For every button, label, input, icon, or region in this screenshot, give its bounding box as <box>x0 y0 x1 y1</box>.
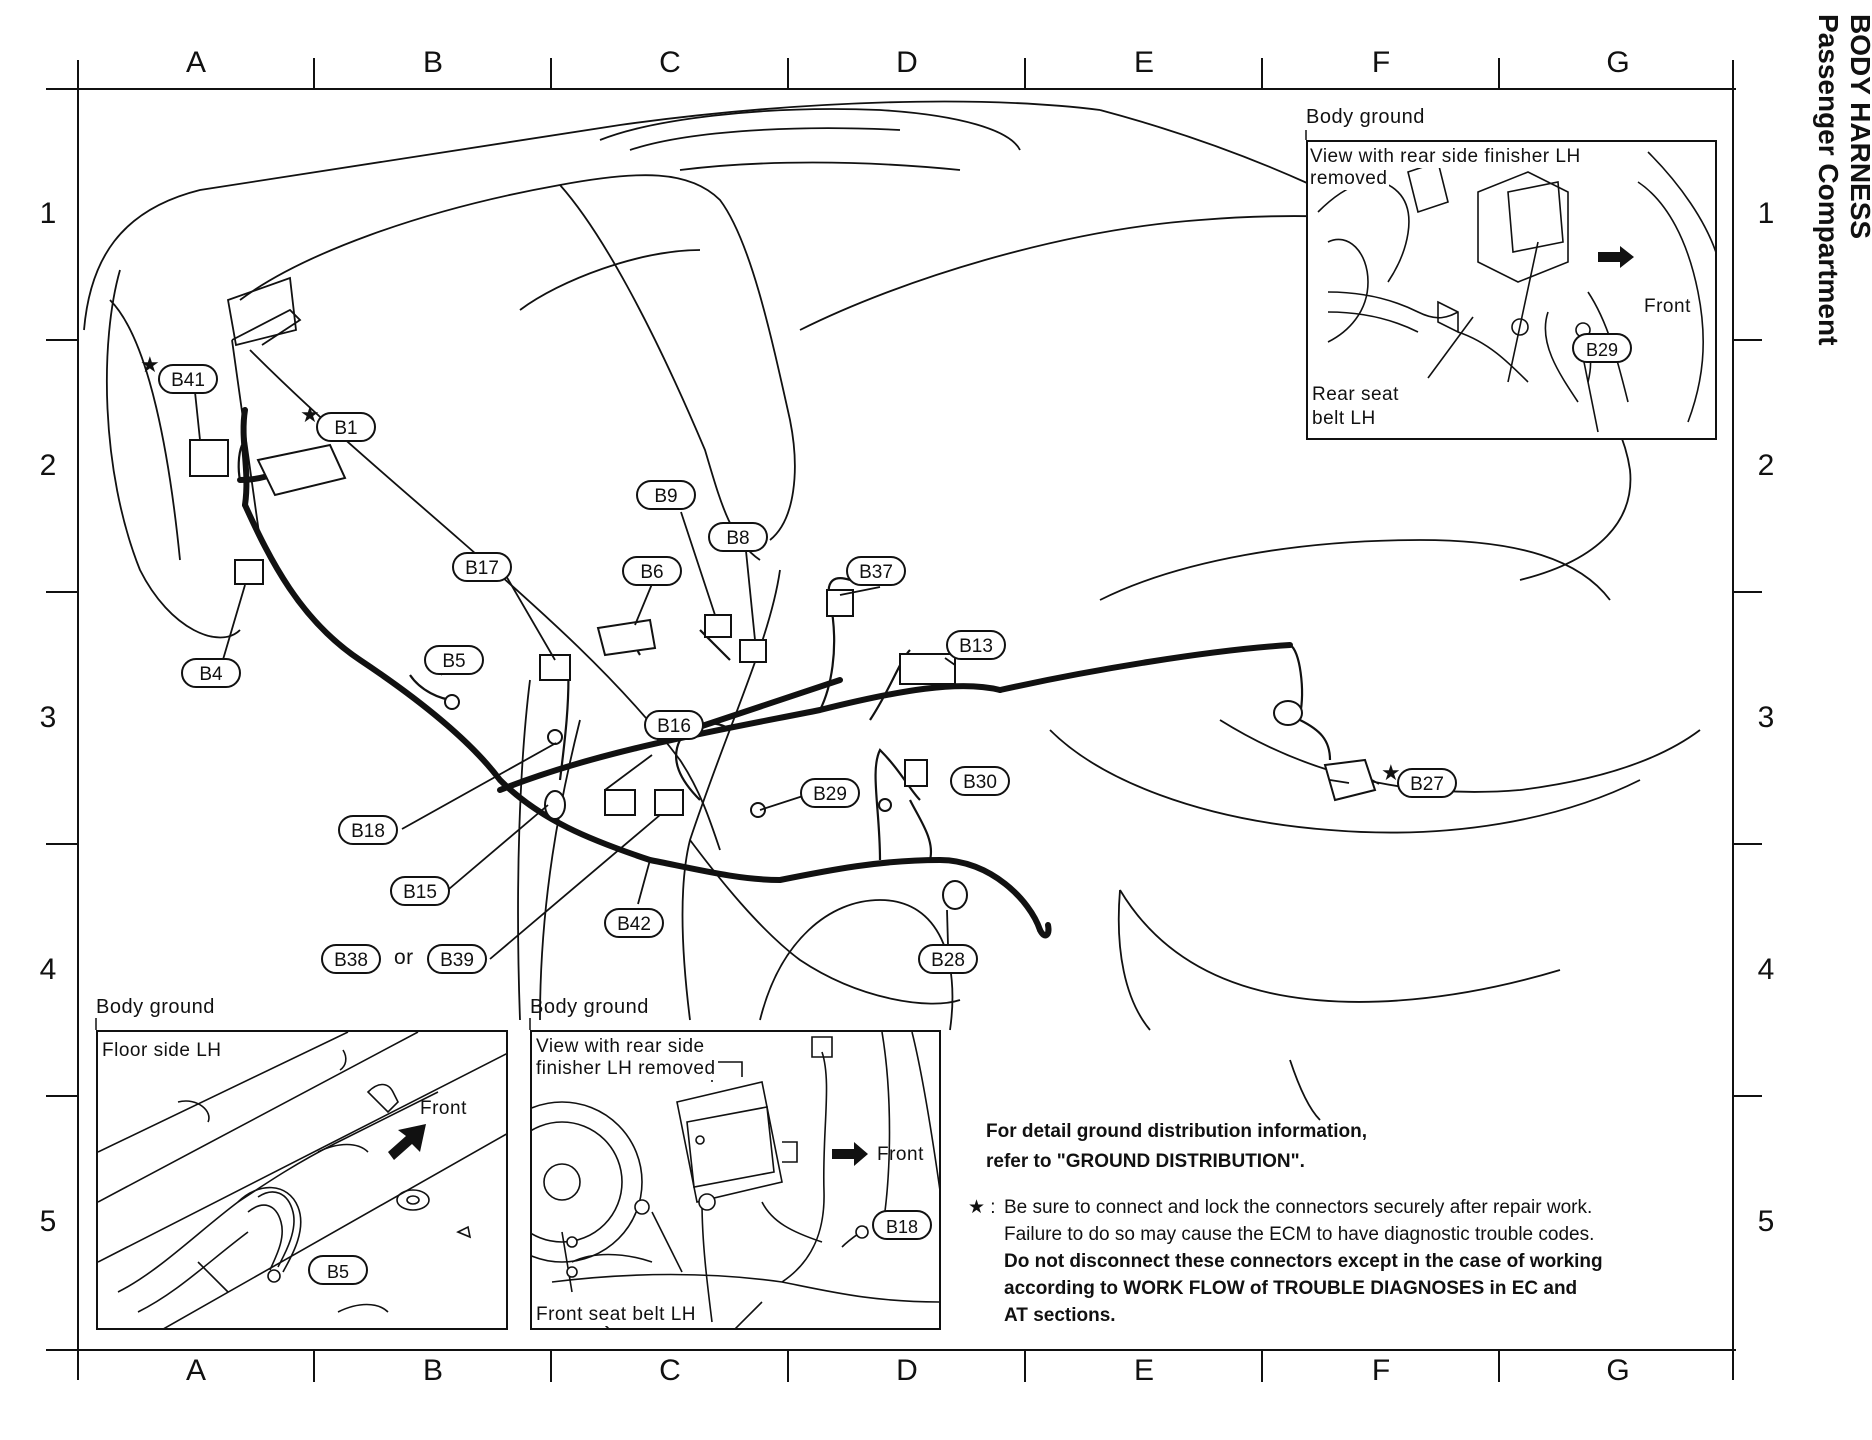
grid-col-c-bottom: C <box>659 1354 681 1387</box>
grid-row-2-right: 2 <box>1757 449 1775 482</box>
inset-bottom-center-seat-belt: Front seat belt LH <box>536 1304 699 1326</box>
grid-col-b-top: B <box>422 46 443 79</box>
connector-b13[interactable]: B13 <box>946 630 1006 660</box>
grid-col-c-top: C <box>659 46 681 79</box>
grid-row-3-left: 3 <box>39 701 57 734</box>
connector-b41[interactable]: B41 <box>158 364 218 394</box>
inset-top-right-front: Front <box>1644 296 1691 317</box>
inset-bottom-left-heading: Body ground <box>96 996 215 1018</box>
grid-col-a-top: A <box>185 46 206 79</box>
connector-b18[interactable]: B18 <box>338 815 398 845</box>
star-b27: ★ <box>1381 760 1401 785</box>
connector-b38[interactable]: B38 <box>321 944 381 974</box>
connector-b16[interactable]: B16 <box>644 710 704 740</box>
grid-row-4-right: 4 <box>1757 953 1775 986</box>
inset-bottom-center: View with rear side finisher LH removed … <box>530 1030 941 1330</box>
grid-row-4-left: 4 <box>39 953 57 986</box>
label-or: or <box>394 946 414 969</box>
inset-top-right-view-line1: View with rear side finisher LH <box>1310 146 1583 168</box>
note-caution-line2: Failure to do so may cause the ECM to ha… <box>1004 1224 1595 1245</box>
connector-b27[interactable]: B27 <box>1397 768 1457 798</box>
inset-top-right-drawing <box>1317 151 1715 433</box>
inset-top-right: View with rear side finisher LH removed … <box>1306 140 1717 440</box>
connector-b28[interactable]: B28 <box>918 944 978 974</box>
inset-bottom-center-front: Front <box>877 1144 924 1165</box>
inset-bottom-center-connector-b18[interactable]: B18 <box>872 1210 932 1240</box>
inset-bottom-left: Floor side LH Front B5 <box>96 1030 508 1330</box>
inset-top-right-rear-line1: Rear seat <box>1312 384 1399 406</box>
grid-col-d-top: D <box>896 46 918 79</box>
grid-col-g-top: G <box>1606 46 1630 79</box>
connector-b42[interactable]: B42 <box>604 908 664 938</box>
inset-top-right-connector-b29[interactable]: B29 <box>1572 333 1632 363</box>
star-b41: ★ <box>140 352 160 377</box>
note-ground-line1: For detail ground distribution informati… <box>986 1121 1368 1142</box>
connector-b29[interactable]: B29 <box>800 778 860 808</box>
grid-col-e-top: E <box>1133 46 1154 79</box>
inset-top-right-rear-line2: belt LH <box>1312 408 1376 430</box>
connector-b4[interactable]: B4 <box>181 658 241 688</box>
page-title: BODY HARNESS Passenger Compartment <box>1812 14 1872 345</box>
page-title-line2: Passenger Compartment <box>1813 14 1844 346</box>
grid-row-2-left: 2 <box>39 449 57 482</box>
grid-col-g-bottom: G <box>1606 1354 1630 1387</box>
note-star-prefix: ★ : <box>968 1197 996 1218</box>
grid-col-e-bottom: E <box>1133 1354 1154 1387</box>
inset-bottom-center-view-line2: finisher LH removed <box>536 1058 718 1080</box>
connector-b5[interactable]: B5 <box>424 645 484 675</box>
page-title-line1: BODY HARNESS <box>1845 14 1872 240</box>
note-caution-line1: Be sure to connect and lock the connecto… <box>1004 1197 1593 1218</box>
connector-b17[interactable]: B17 <box>452 552 512 582</box>
inset-bottom-left-floor: Floor side LH <box>102 1040 224 1062</box>
inset-bottom-left-drawing <box>98 1032 506 1328</box>
grid-col-a-bottom: A <box>185 1354 206 1387</box>
inset-bottom-center-heading: Body ground <box>530 996 649 1018</box>
connector-b8[interactable]: B8 <box>708 522 768 552</box>
inset-top-right-view-line2: removed <box>1310 168 1390 190</box>
note-caution-line4: according to WORK FLOW of TROUBLE DIAGNO… <box>1004 1278 1578 1299</box>
star-b1: ★ <box>300 402 320 427</box>
grid-col-f-top: F <box>1371 46 1391 79</box>
connector-b37[interactable]: B37 <box>846 556 906 586</box>
grid-row-5-left: 5 <box>39 1205 57 1238</box>
inset-bottom-left-connector-b5[interactable]: B5 <box>308 1255 368 1285</box>
grid-col-d-bottom: D <box>896 1354 918 1387</box>
grid-col-f-bottom: F <box>1371 1354 1391 1387</box>
inset-bottom-left-front: Front <box>420 1098 467 1119</box>
grid-row-1-left: 1 <box>39 197 57 230</box>
grid-row-5-right: 5 <box>1757 1205 1775 1238</box>
grid-col-b-bottom: B <box>422 1354 443 1387</box>
connector-b30[interactable]: B30 <box>950 766 1010 796</box>
inset-bottom-center-view-line1: View with rear side <box>536 1036 707 1058</box>
grid-row-3-right: 3 <box>1757 701 1775 734</box>
grid-row-1-right: 1 <box>1757 197 1775 230</box>
note-ground-line2: refer to "GROUND DISTRIBUTION". <box>986 1151 1305 1172</box>
inset-bottom-center-drawing <box>532 1032 939 1328</box>
note-caution-line5: AT sections. <box>1004 1305 1116 1326</box>
connector-b39[interactable]: B39 <box>427 944 487 974</box>
inset-top-right-heading: Body ground <box>1306 106 1425 128</box>
connector-b1[interactable]: B1 <box>316 412 376 442</box>
connector-b6[interactable]: B6 <box>622 556 682 586</box>
connector-b15[interactable]: B15 <box>390 876 450 906</box>
note-caution-line3: Do not disconnect these connectors excep… <box>1004 1251 1603 1272</box>
connector-b9[interactable]: B9 <box>636 480 696 510</box>
